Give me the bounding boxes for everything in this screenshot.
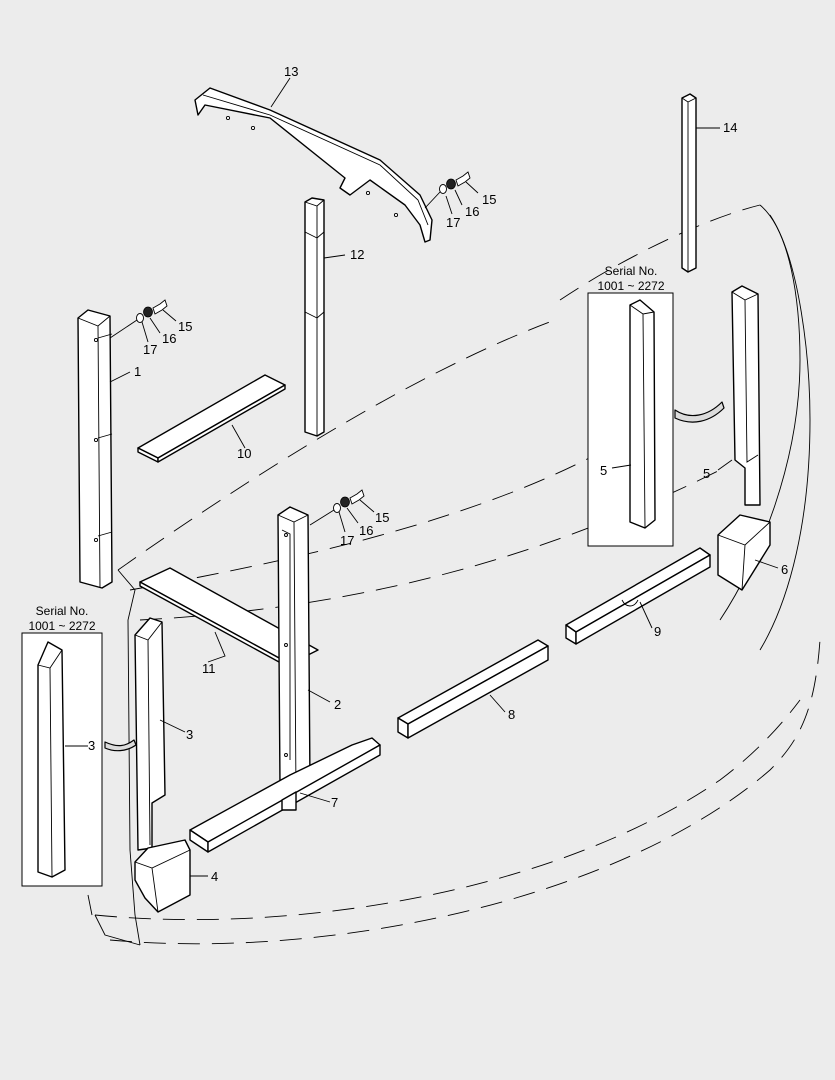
part-13-top-cover	[194, 87, 433, 243]
callout-labels: 13 14 15 16 17 12 15 16 17 1 10 5 5 15 1…	[88, 64, 788, 884]
callout-17-middle: 17	[340, 533, 354, 548]
part-7-base-rail	[189, 737, 381, 853]
callout-16-left: 16	[162, 331, 176, 346]
callout-2: 2	[334, 697, 341, 712]
hardware-set-left	[109, 299, 177, 343]
callout-12: 12	[350, 247, 364, 262]
callout-16-middle: 16	[359, 523, 373, 538]
part-4-corner-block	[134, 839, 191, 913]
part-5-column	[731, 285, 761, 506]
part-1-column	[77, 309, 113, 589]
callout-14: 14	[723, 120, 737, 135]
hardware-set-upper	[424, 171, 479, 215]
callout-16-upper: 16	[465, 204, 479, 219]
part-12-post	[304, 197, 325, 437]
callout-15-middle: 15	[375, 510, 389, 525]
leader-lines	[109, 77, 779, 877]
callout-6: 6	[781, 562, 788, 577]
inset-left	[21, 632, 137, 887]
part-6-corner-block	[717, 514, 771, 591]
inset-right-title: Serial No.	[605, 264, 658, 278]
callout-7: 7	[331, 795, 338, 810]
callout-17-upper: 17	[446, 215, 460, 230]
inset-titles: Serial No. 1001 ~ 2272 Serial No. 1001 ~…	[28, 264, 664, 633]
callout-5-inset: 5	[600, 463, 607, 478]
part-10-plate	[137, 374, 286, 463]
callout-11: 11	[202, 661, 216, 676]
callout-17-left: 17	[143, 342, 157, 357]
hardware-set-middle	[309, 489, 375, 533]
inset-right	[587, 292, 725, 547]
inset-left-title: Serial No.	[36, 604, 89, 618]
callout-5-main: 5	[703, 466, 710, 481]
inset-right-range: 1001 ~ 2272	[597, 279, 664, 293]
callout-4: 4	[211, 869, 218, 884]
part-8-beam	[397, 639, 549, 739]
inset-left-range: 1001 ~ 2272	[28, 619, 95, 633]
callout-3-main: 3	[186, 727, 193, 742]
callout-15-left: 15	[178, 319, 192, 334]
part-2-column	[277, 506, 311, 794]
part-14-post	[681, 93, 697, 273]
part-3-panel	[134, 617, 166, 851]
callout-13: 13	[284, 64, 298, 79]
callout-3-inset: 3	[88, 738, 95, 753]
callout-1: 1	[134, 364, 141, 379]
callout-9: 9	[654, 624, 661, 639]
callout-15-upper: 15	[482, 192, 496, 207]
part-9-notched-beam	[565, 547, 711, 645]
callout-10: 10	[237, 446, 251, 461]
callout-8: 8	[508, 707, 515, 722]
